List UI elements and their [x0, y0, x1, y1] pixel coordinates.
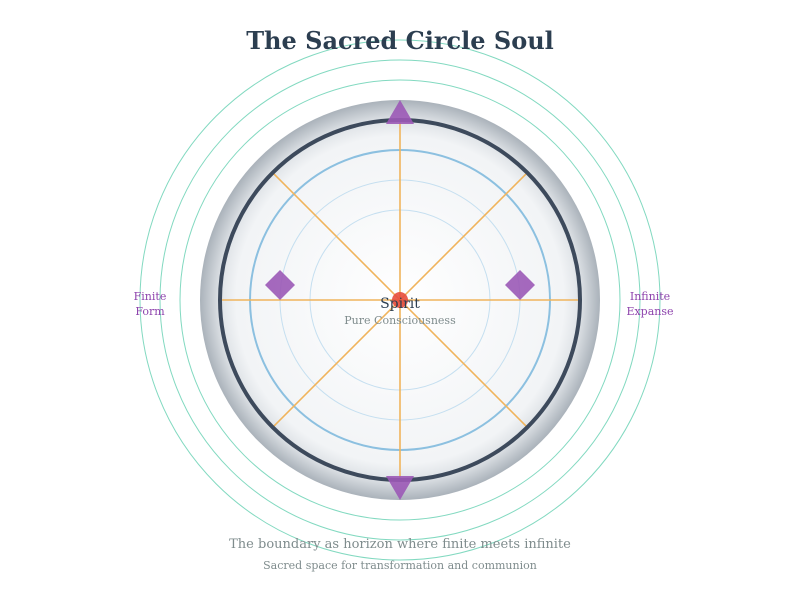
infinite-expanse-line-1: Infinite [629, 290, 671, 303]
center-dot-icon [392, 292, 408, 308]
halo-ring [159, 59, 641, 541]
finite-form-line-2: Form [135, 305, 165, 318]
center-sublabel: Pure Consciousness [344, 314, 456, 327]
diamond-icon [265, 270, 295, 300]
halo-rings [139, 39, 661, 561]
infinite-expanse-label: Infinite Expanse [610, 289, 690, 319]
infinite-expanse-line-2: Expanse [626, 305, 674, 318]
triangle-down-icon [386, 476, 414, 500]
page-title: The Sacred Circle Soul [246, 26, 554, 55]
diamond-icon [505, 270, 535, 300]
caption: The boundary as horizon where finite mee… [229, 537, 571, 552]
halo-ring [139, 39, 661, 561]
triangle-up-icon [386, 100, 414, 124]
halo-ring [179, 79, 621, 521]
center-label: Spirit [380, 296, 420, 312]
finite-form-label: Finite Form [110, 289, 190, 319]
finite-form-line-1: Finite [133, 290, 167, 303]
subcaption: Sacred space for transformation and comm… [263, 559, 537, 572]
